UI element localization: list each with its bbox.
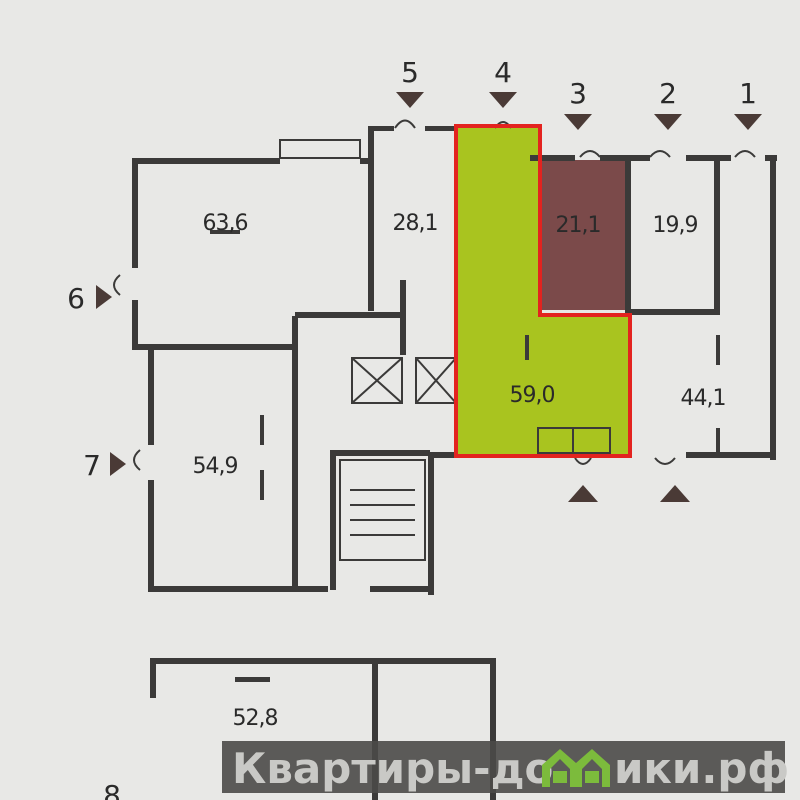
- entrance-number: 5: [401, 56, 419, 89]
- door-swings: [113, 119, 756, 471]
- unit-area-label: 19,9: [653, 213, 698, 238]
- watermark: Квартиры-до ики.рф: [222, 741, 789, 793]
- entrance-arrow-icon: [489, 92, 517, 108]
- wall-segment: [428, 455, 434, 595]
- wall-segment: [148, 480, 154, 590]
- unit-area-label: 63,6: [203, 211, 248, 236]
- wall-segment: [292, 316, 298, 592]
- entrance-number: 4: [494, 56, 512, 89]
- entrance-arrow-icon: [110, 452, 126, 476]
- entrance-arrow-icon: [660, 485, 690, 502]
- entrance-markers: 5 4 3 2 1 6 7 8: [67, 56, 762, 800]
- wall-segment: [625, 158, 631, 313]
- fixtures: [113, 119, 756, 561]
- wall-segment: [150, 658, 156, 698]
- wall-segment: [150, 658, 495, 664]
- wall-segment: [686, 452, 776, 458]
- wall-segment: [400, 280, 406, 355]
- entrance-arrow-icon: [734, 114, 762, 130]
- wall-segment: [714, 158, 720, 313]
- wall-segment: [298, 586, 328, 592]
- lift-left: [351, 357, 403, 404]
- wall-segment: [370, 586, 432, 592]
- entrance-number: 3: [569, 77, 587, 110]
- entrance-number: 8: [103, 779, 121, 800]
- wall-segment: [428, 452, 458, 458]
- wall-segment: [330, 450, 430, 456]
- staircase: [339, 459, 426, 561]
- walls: [132, 126, 777, 800]
- wall-segment: [425, 126, 457, 131]
- wall-segment: [368, 126, 374, 311]
- wall-segment: [374, 126, 394, 131]
- unit-area-label: 44,1: [681, 386, 726, 411]
- unit-area-labels: 63,6 28,1 59,0 21,1 19,9 44,1 54,9 52,8: [193, 211, 727, 731]
- wall-segment: [235, 677, 270, 682]
- watermark-text-end: ики.рф: [614, 744, 789, 793]
- storage-right: [572, 427, 611, 454]
- wall-segment: [330, 450, 336, 590]
- wall-segment: [530, 155, 575, 161]
- wall-segment: [525, 335, 529, 360]
- wall-segment: [210, 230, 240, 234]
- entrance-arrow-icon: [396, 92, 424, 108]
- entrance-number: 7: [83, 449, 101, 482]
- entrance-arrow-icon: [564, 114, 592, 130]
- wall-segment: [360, 158, 374, 164]
- selected-unit-outline: [454, 124, 632, 458]
- wall-segment: [372, 664, 378, 800]
- lift-left-cross: [351, 357, 403, 404]
- unit-occupied-fill: [540, 160, 628, 310]
- entrance-number: 1: [739, 77, 757, 110]
- entrance-arrow-icon: [568, 485, 598, 502]
- unit-area-label: 59,0: [510, 383, 555, 408]
- wall-segment: [148, 586, 298, 592]
- unit-area-label: 21,1: [556, 213, 601, 238]
- unit-selected-fill[interactable]: [457, 127, 630, 455]
- wall-segment: [686, 155, 731, 161]
- stair-steps: [350, 489, 415, 536]
- wall-segment: [716, 335, 720, 365]
- unit-area-label: 54,9: [193, 454, 238, 479]
- entrance-arrow-icon: [654, 114, 682, 130]
- house-logo-icon: [542, 749, 610, 787]
- wall-segment: [260, 415, 264, 445]
- lift-right-cross: [415, 357, 457, 404]
- unit-area-label: 28,1: [393, 211, 438, 236]
- wall-segment: [132, 300, 138, 348]
- wall-segment: [148, 350, 154, 445]
- entrance-arrow-icon: [96, 285, 112, 309]
- wall-segment: [770, 155, 776, 460]
- wall-segment: [132, 158, 280, 164]
- wall-segment: [630, 309, 720, 315]
- entrance-number: 2: [659, 77, 677, 110]
- wall-segment: [716, 428, 720, 453]
- wall-segment: [132, 158, 138, 268]
- unit-area-label: 52,8: [233, 706, 278, 731]
- window-bay: [279, 139, 361, 159]
- entrance-number: 6: [67, 282, 85, 315]
- wall-segment: [260, 470, 264, 500]
- watermark-background: [222, 741, 785, 793]
- wall-segment: [490, 658, 496, 800]
- wall-segment: [132, 344, 297, 350]
- wall-segment: [295, 312, 405, 318]
- watermark-text-start: Квартиры-до: [232, 744, 553, 793]
